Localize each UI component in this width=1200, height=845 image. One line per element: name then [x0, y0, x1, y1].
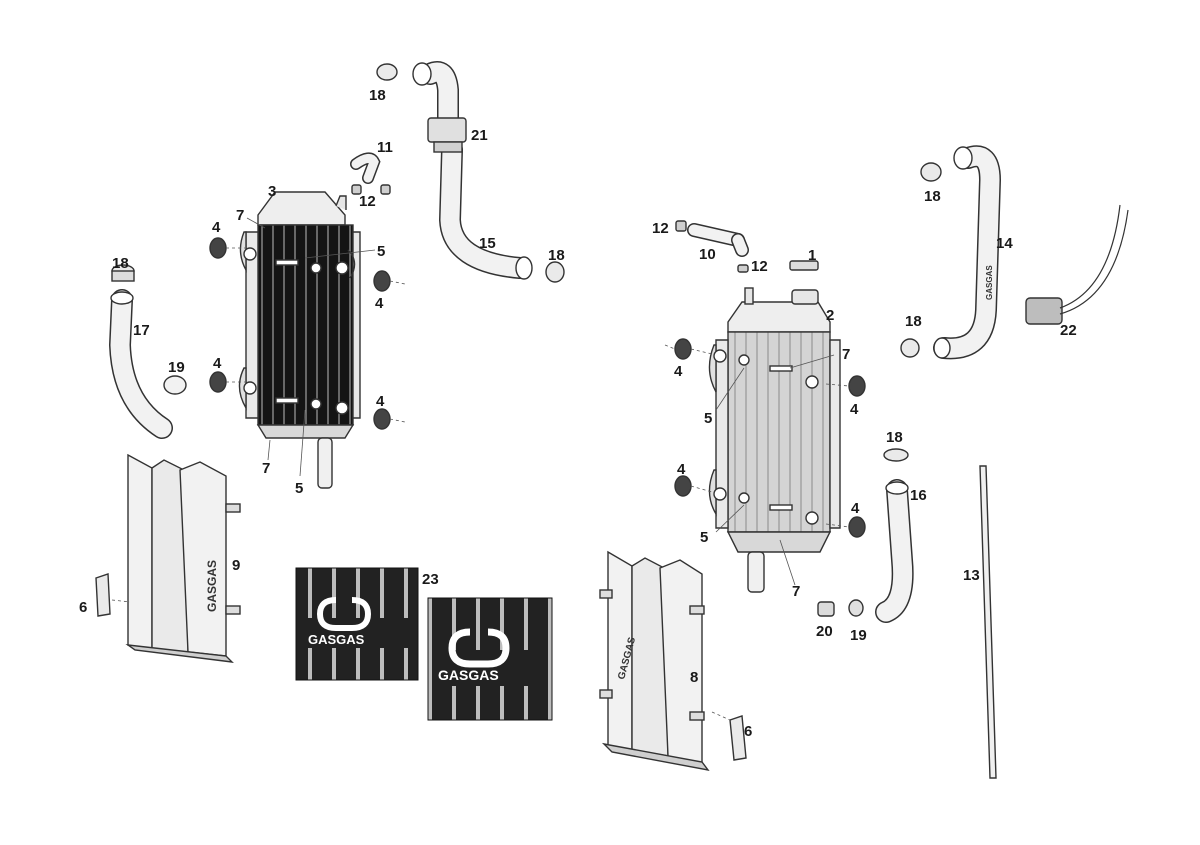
sticker-logo-front: GASGAS [438, 667, 499, 683]
callout-4: 4 [674, 363, 683, 380]
hose-10 [687, 223, 749, 257]
callout-5: 5 [700, 529, 708, 546]
callout-7: 7 [792, 583, 800, 600]
callout-8: 8 [690, 669, 698, 686]
callout-20: 20 [816, 623, 833, 640]
left-radiator-guard: GASGAS [125, 453, 241, 663]
hose-16 [875, 479, 914, 623]
callout-4: 4 [375, 295, 384, 312]
callout-4: 4 [213, 355, 222, 372]
callout-4: 4 [212, 219, 221, 236]
leader-lines [111, 217, 850, 721]
callout-5: 5 [704, 410, 712, 427]
right-radiator-guard: GASGAS [599, 550, 710, 772]
callout-7: 7 [236, 207, 244, 224]
callout-4: 4 [850, 401, 859, 418]
callout-6: 6 [79, 599, 87, 616]
callout-4: 4 [376, 393, 385, 410]
callout-19: 19 [850, 627, 867, 644]
callout-16: 16 [910, 487, 927, 504]
right-radiator [708, 287, 841, 593]
callout-15: 15 [479, 235, 496, 252]
callout-18: 18 [369, 87, 386, 104]
callout-18: 18 [905, 313, 922, 330]
callout-2: 2 [826, 307, 834, 324]
sticker-sheet-back: GASGAS [295, 567, 419, 681]
callout-18: 18 [112, 255, 129, 272]
callout-4: 4 [677, 461, 686, 478]
callout-22: 22 [1060, 322, 1077, 339]
hose-17 [108, 289, 173, 439]
callout-6: 6 [744, 723, 752, 740]
callout-18: 18 [886, 429, 903, 446]
callout-19: 19 [168, 359, 185, 376]
callout-1: 1 [808, 247, 816, 264]
left-radiator [238, 191, 361, 489]
callout-7: 7 [842, 346, 850, 363]
callout-9: 9 [232, 557, 240, 574]
callout-11: 11 [377, 139, 393, 156]
callout-5: 5 [377, 243, 385, 260]
callout-12: 12 [359, 193, 376, 210]
callout-17: 17 [133, 322, 150, 339]
clamps-and-fittings [95, 63, 1129, 761]
callout-18: 18 [924, 188, 941, 205]
hose-print: GASGAS [985, 265, 994, 300]
callout-18: 18 [548, 247, 565, 264]
callout-14: 14 [996, 235, 1013, 252]
callout-labels: 1 2 3 4 4 4 4 4 4 4 4 5 5 5 5 6 6 7 7 7 … [79, 87, 1077, 740]
hose-14: GASGAS [933, 145, 1002, 360]
callout-5: 5 [295, 480, 303, 497]
callout-12: 12 [751, 258, 768, 275]
sticker-logo-back: GASGAS [308, 632, 365, 647]
callout-4: 4 [851, 500, 860, 517]
callout-12: 12 [652, 220, 669, 237]
callout-3: 3 [268, 183, 276, 200]
sticker-sheet-front: GASGAS [427, 597, 553, 721]
elbow-11 [350, 152, 381, 184]
upper-hose-15 [412, 61, 533, 280]
callout-21: 21 [471, 127, 488, 144]
callout-13: 13 [963, 567, 980, 584]
callout-23: 23 [422, 571, 439, 588]
pipe-13 [979, 465, 997, 779]
callout-7: 7 [262, 460, 270, 477]
callout-10: 10 [699, 246, 716, 263]
guard-logo-left: GASGAS [205, 560, 219, 612]
